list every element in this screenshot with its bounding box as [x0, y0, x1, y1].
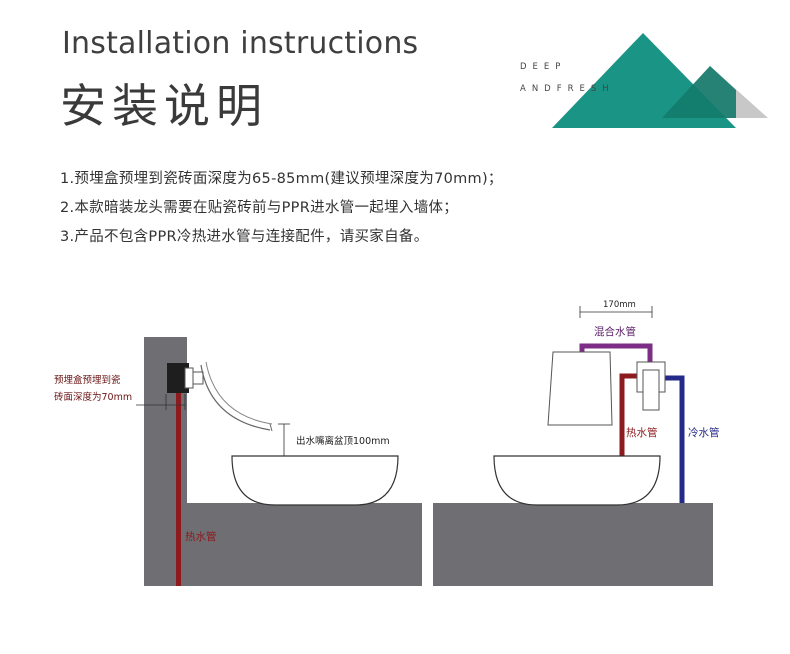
valve-handle: [192, 371, 204, 385]
title-english: Installation instructions: [62, 26, 419, 61]
spout-outline: [200, 364, 271, 431]
instruction-item: 2.本款暗装龙头需要在贴瓷砖前与PPR进水管一起埋入墙体；: [60, 200, 459, 216]
spout-inner: [205, 361, 273, 425]
depth-label-line2: 砖面深度为70mm: [54, 391, 132, 403]
cold-pipe-label: 冷水管: [688, 426, 720, 439]
instruction-item: 1.预埋盒预埋到瓷砖面深度为65-85mm(建议预埋深度为70mm)；: [60, 171, 503, 187]
valve-body: [184, 367, 194, 389]
counter: [187, 503, 422, 586]
spout-height-label: 出水嘴离盆顶100mm: [296, 435, 390, 447]
right-diagram: 170mm 混合水管 热水管 冷水管: [433, 300, 720, 586]
brand-line-2: ANDFRESH: [520, 84, 615, 94]
mixed-pipe-label: 混合水管: [594, 325, 636, 338]
valve-cartridge: [642, 369, 660, 411]
left-hot-pipe-label: 热水管: [185, 530, 217, 543]
instruction-list: 1.预埋盒预埋到瓷砖面深度为65-85mm(建议预埋深度为70mm)； 2.本款…: [60, 168, 503, 255]
cold-water-pipe: [665, 375, 685, 503]
brand-triangles-graphic: [552, 33, 768, 128]
instruction-item: 3.产品不包含PPR冷热进水管与连接配件，请买家自备。: [60, 229, 429, 245]
brand-text: DEEP ANDFRESH: [520, 62, 615, 106]
left-basin: [231, 455, 399, 506]
right-basin: [493, 455, 661, 506]
depth-label-line1: 预埋盒预埋到瓷: [54, 374, 121, 386]
right-hot-pipe-label: 热水管: [626, 426, 658, 439]
embedded-box: [167, 363, 189, 393]
spout-block: [547, 351, 613, 426]
title-chinese: 安装说明: [60, 79, 268, 133]
right-counter: [433, 503, 713, 586]
brand-line-1: DEEP: [520, 62, 567, 72]
left-diagram: 预埋盒预埋到瓷 砖面深度为70mm 出水嘴离盆顶100mm 热水管: [54, 337, 422, 586]
mixed-water-pipe: [579, 343, 653, 362]
overlap-triangle: [662, 66, 736, 118]
hot-water-pipe-right: [619, 373, 640, 456]
width-label: 170mm: [603, 300, 636, 310]
hot-water-pipe: [176, 390, 181, 586]
